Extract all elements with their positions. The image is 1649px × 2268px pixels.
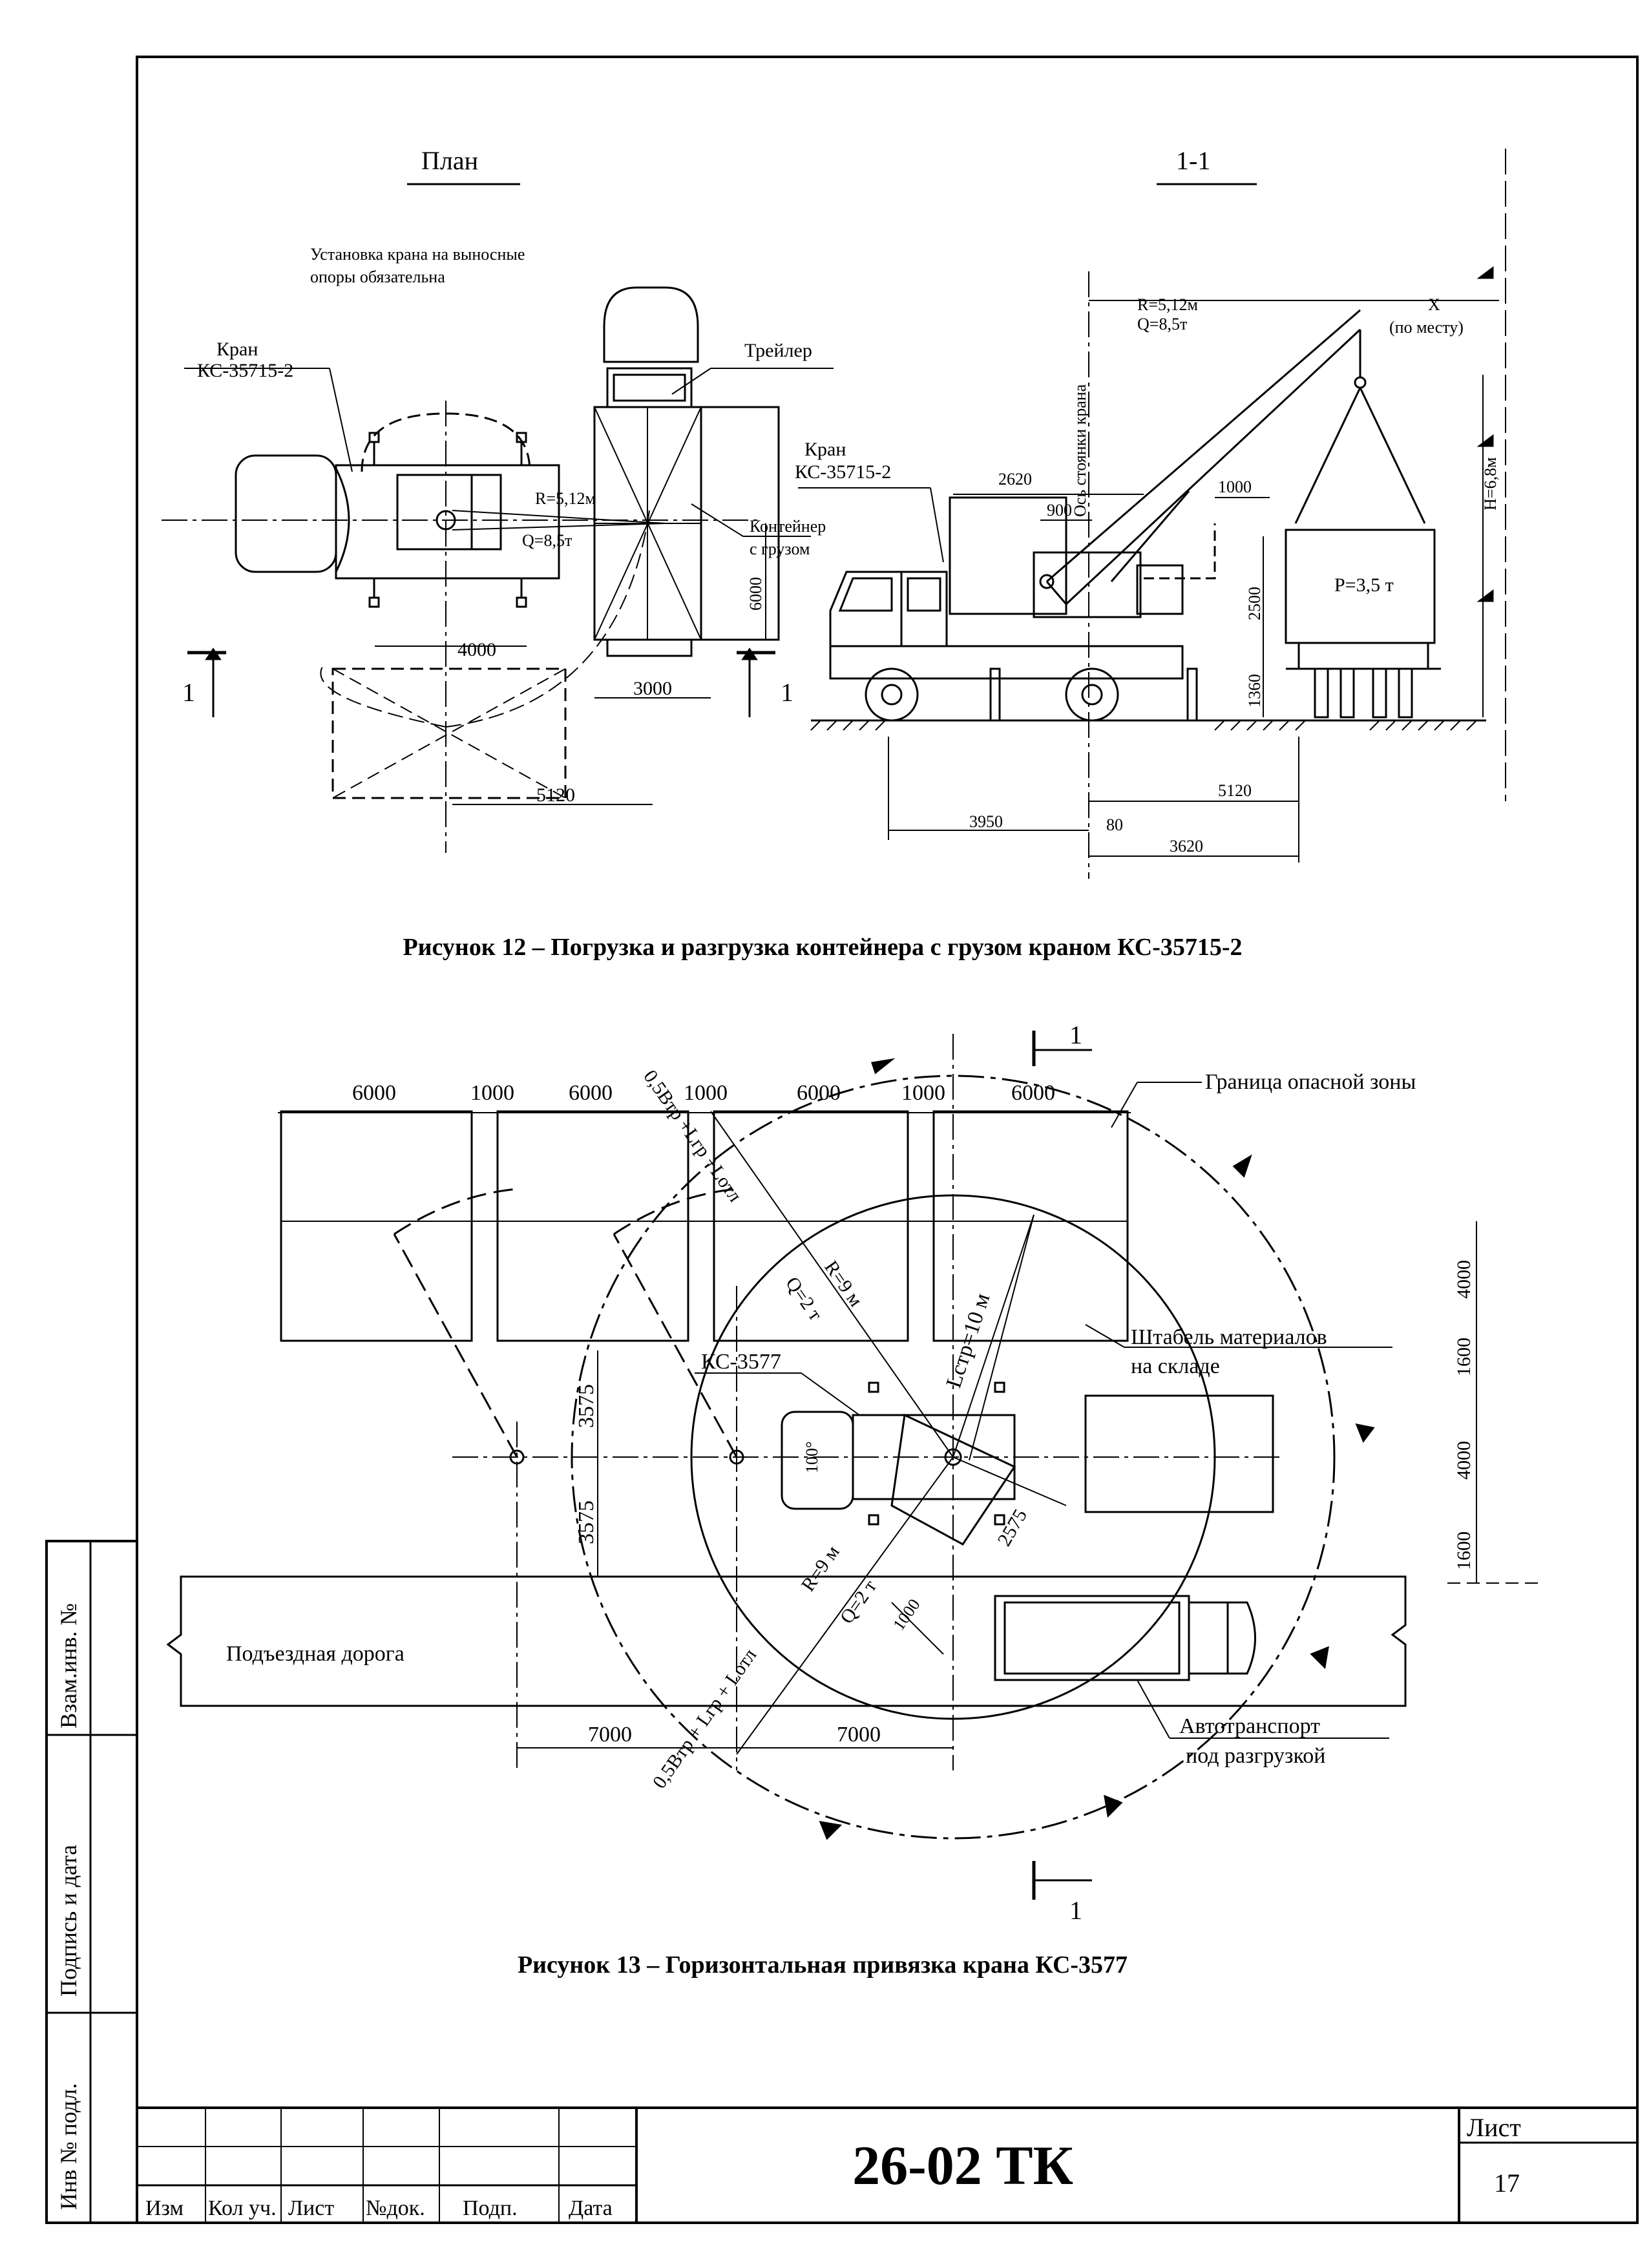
- fig13-section-mark-top: 1: [1069, 1020, 1082, 1049]
- crane-kc3577-label: КС-3577: [701, 1350, 781, 1374]
- danger-zone-label: Граница опасной зоны: [1205, 1070, 1416, 1094]
- figure12-plan: [162, 184, 834, 853]
- plan-dim-5120: 5120: [536, 784, 575, 806]
- plan-note-line1: Установка крана на выносные: [310, 245, 525, 264]
- tb-col-sign: Подп.: [463, 2196, 518, 2220]
- upper-radius-label: R=9 м: [820, 1257, 867, 1310]
- stamp-inv-original: Инв № подл.: [56, 2083, 81, 2210]
- left-dim-lower: 3575: [574, 1500, 598, 1544]
- stack-label-2: на складе: [1131, 1354, 1220, 1378]
- title-block-text: Изм Кол уч. Лист №док. Подп. Дата 26-02 …: [145, 2113, 1521, 2220]
- section-title: 1-1: [1176, 146, 1210, 175]
- figure12-section-labels: 1-1 Ось стоянки крана R=5,12м Q=8,5т X (…: [795, 146, 1500, 856]
- top-dim-4: 1000: [684, 1081, 728, 1105]
- dim-3950: 3950: [969, 812, 1003, 831]
- container-label-2: с грузом: [750, 540, 810, 558]
- plan-section-mark-right: 1: [781, 678, 793, 707]
- container-label-1: Контейнер: [750, 517, 826, 536]
- tb-col-doc: №док.: [366, 2196, 425, 2220]
- bottom-dim-left: 7000: [588, 1723, 632, 1747]
- crane-axis-label: Ось стоянки крана: [1071, 384, 1089, 517]
- figure13: [168, 1031, 1538, 1900]
- top-dim-2: 1000: [470, 1081, 514, 1105]
- dim-1000: 1000: [889, 1595, 924, 1633]
- plan-title: План: [421, 146, 478, 175]
- top-dim-5: 6000: [797, 1081, 841, 1105]
- dim-80: 80: [1106, 815, 1123, 834]
- plan-dim-3000: 3000: [633, 678, 672, 699]
- section-crane-label-2: КС-35715-2: [795, 461, 891, 483]
- x-label: X: [1428, 295, 1440, 314]
- left-dim-upper: 3575: [574, 1384, 598, 1428]
- figure12-caption: Рисунок 12 – Погрузка и разгрузка контей…: [403, 934, 1242, 961]
- top-dim-1: 6000: [352, 1081, 396, 1105]
- sheet-frame: [47, 57, 1637, 2223]
- x-note: (по месту): [1389, 318, 1464, 337]
- angle-label: 100°: [803, 1442, 821, 1473]
- height-label: H=6,8м: [1481, 457, 1500, 510]
- right-dim-3: 4000: [1453, 1441, 1475, 1480]
- fig13-section-mark-bottom: 1: [1069, 1896, 1082, 1925]
- stamp-signature-date: Подпись и дата: [56, 1845, 81, 1997]
- plan-dim-6000: 6000: [746, 577, 765, 611]
- stamp-replace-inv: Взам.инв. №: [56, 1603, 81, 1728]
- lower-capacity-label: Q=2 т: [836, 1576, 881, 1628]
- dim-1000: 1000: [1218, 478, 1252, 496]
- dim-900: 900: [1047, 501, 1072, 520]
- dim-2500: 2500: [1245, 587, 1264, 620]
- plan-radius: R=5,12м: [535, 489, 596, 508]
- right-dim-2: 1600: [1453, 1338, 1475, 1376]
- lower-formula: 0,5Bтр + Lгр + Lотл: [649, 1645, 761, 1792]
- right-dim-4: 1600: [1453, 1531, 1475, 1570]
- section-radius: R=5,12м: [1137, 295, 1198, 314]
- dim-5120: 5120: [1218, 781, 1252, 800]
- dim-2575: 2575: [993, 1506, 1031, 1549]
- bottom-dim-right: 7000: [837, 1723, 881, 1747]
- dim-1360: 1360: [1245, 674, 1264, 708]
- vehicle-label-2: под разгрузкой: [1186, 1744, 1325, 1768]
- sheet-number: 17: [1494, 2168, 1520, 2198]
- dim-3620: 3620: [1170, 837, 1203, 856]
- sheet-label: Лист: [1467, 2113, 1521, 2142]
- figure13-labels: 6000 1000 6000 1000 6000 1000 6000 1 1 Г…: [226, 1020, 1475, 1925]
- plan-crane-label-2: КС-35715-2: [197, 360, 293, 381]
- road-label: Подъездная дорога: [226, 1642, 404, 1666]
- top-dim-7: 6000: [1011, 1081, 1055, 1105]
- vehicle-label-1: Автотранспорт: [1179, 1714, 1320, 1738]
- upper-capacity-label: Q=2 т: [781, 1273, 826, 1325]
- right-dim-1: 4000: [1453, 1260, 1475, 1299]
- plan-note-line2: опоры обязательна: [310, 268, 445, 286]
- tb-col-sheet: Лист: [288, 2196, 334, 2220]
- load-label: P=3,5 т: [1334, 574, 1394, 596]
- figure12-section: [798, 149, 1506, 879]
- section-capacity: Q=8,5т: [1137, 315, 1187, 333]
- plan-crane-label-1: Кран: [216, 339, 258, 360]
- trailer-label: Трейлер: [744, 340, 812, 361]
- figure12-plan-labels: План Установка крана на выносные опоры о…: [182, 146, 826, 806]
- title-block: [137, 2108, 1637, 2223]
- tb-col-date: Дата: [569, 2196, 613, 2220]
- section-crane-label-1: Кран: [804, 439, 846, 460]
- lower-radius-label: R=9 м: [797, 1542, 844, 1595]
- figure13-caption: Рисунок 13 – Горизонтальная привязка кра…: [518, 1951, 1128, 1979]
- stack-label-1: Штабель материалов: [1131, 1325, 1327, 1349]
- dim-2620: 2620: [998, 470, 1032, 488]
- tb-col-qty: Кол уч.: [208, 2196, 277, 2220]
- plan-dim-4000: 4000: [457, 639, 496, 660]
- tb-col-change: Изм: [145, 2196, 184, 2220]
- top-dim-6: 1000: [901, 1081, 945, 1105]
- top-dim-3: 6000: [569, 1081, 613, 1105]
- plan-section-mark-left: 1: [182, 678, 195, 707]
- side-stamp: Взам.инв. № Подпись и дата Инв № подл.: [56, 1603, 81, 2210]
- document-code: 26-02 ТК: [852, 2134, 1073, 2196]
- plan-capacity: Q=8,5т: [522, 531, 572, 550]
